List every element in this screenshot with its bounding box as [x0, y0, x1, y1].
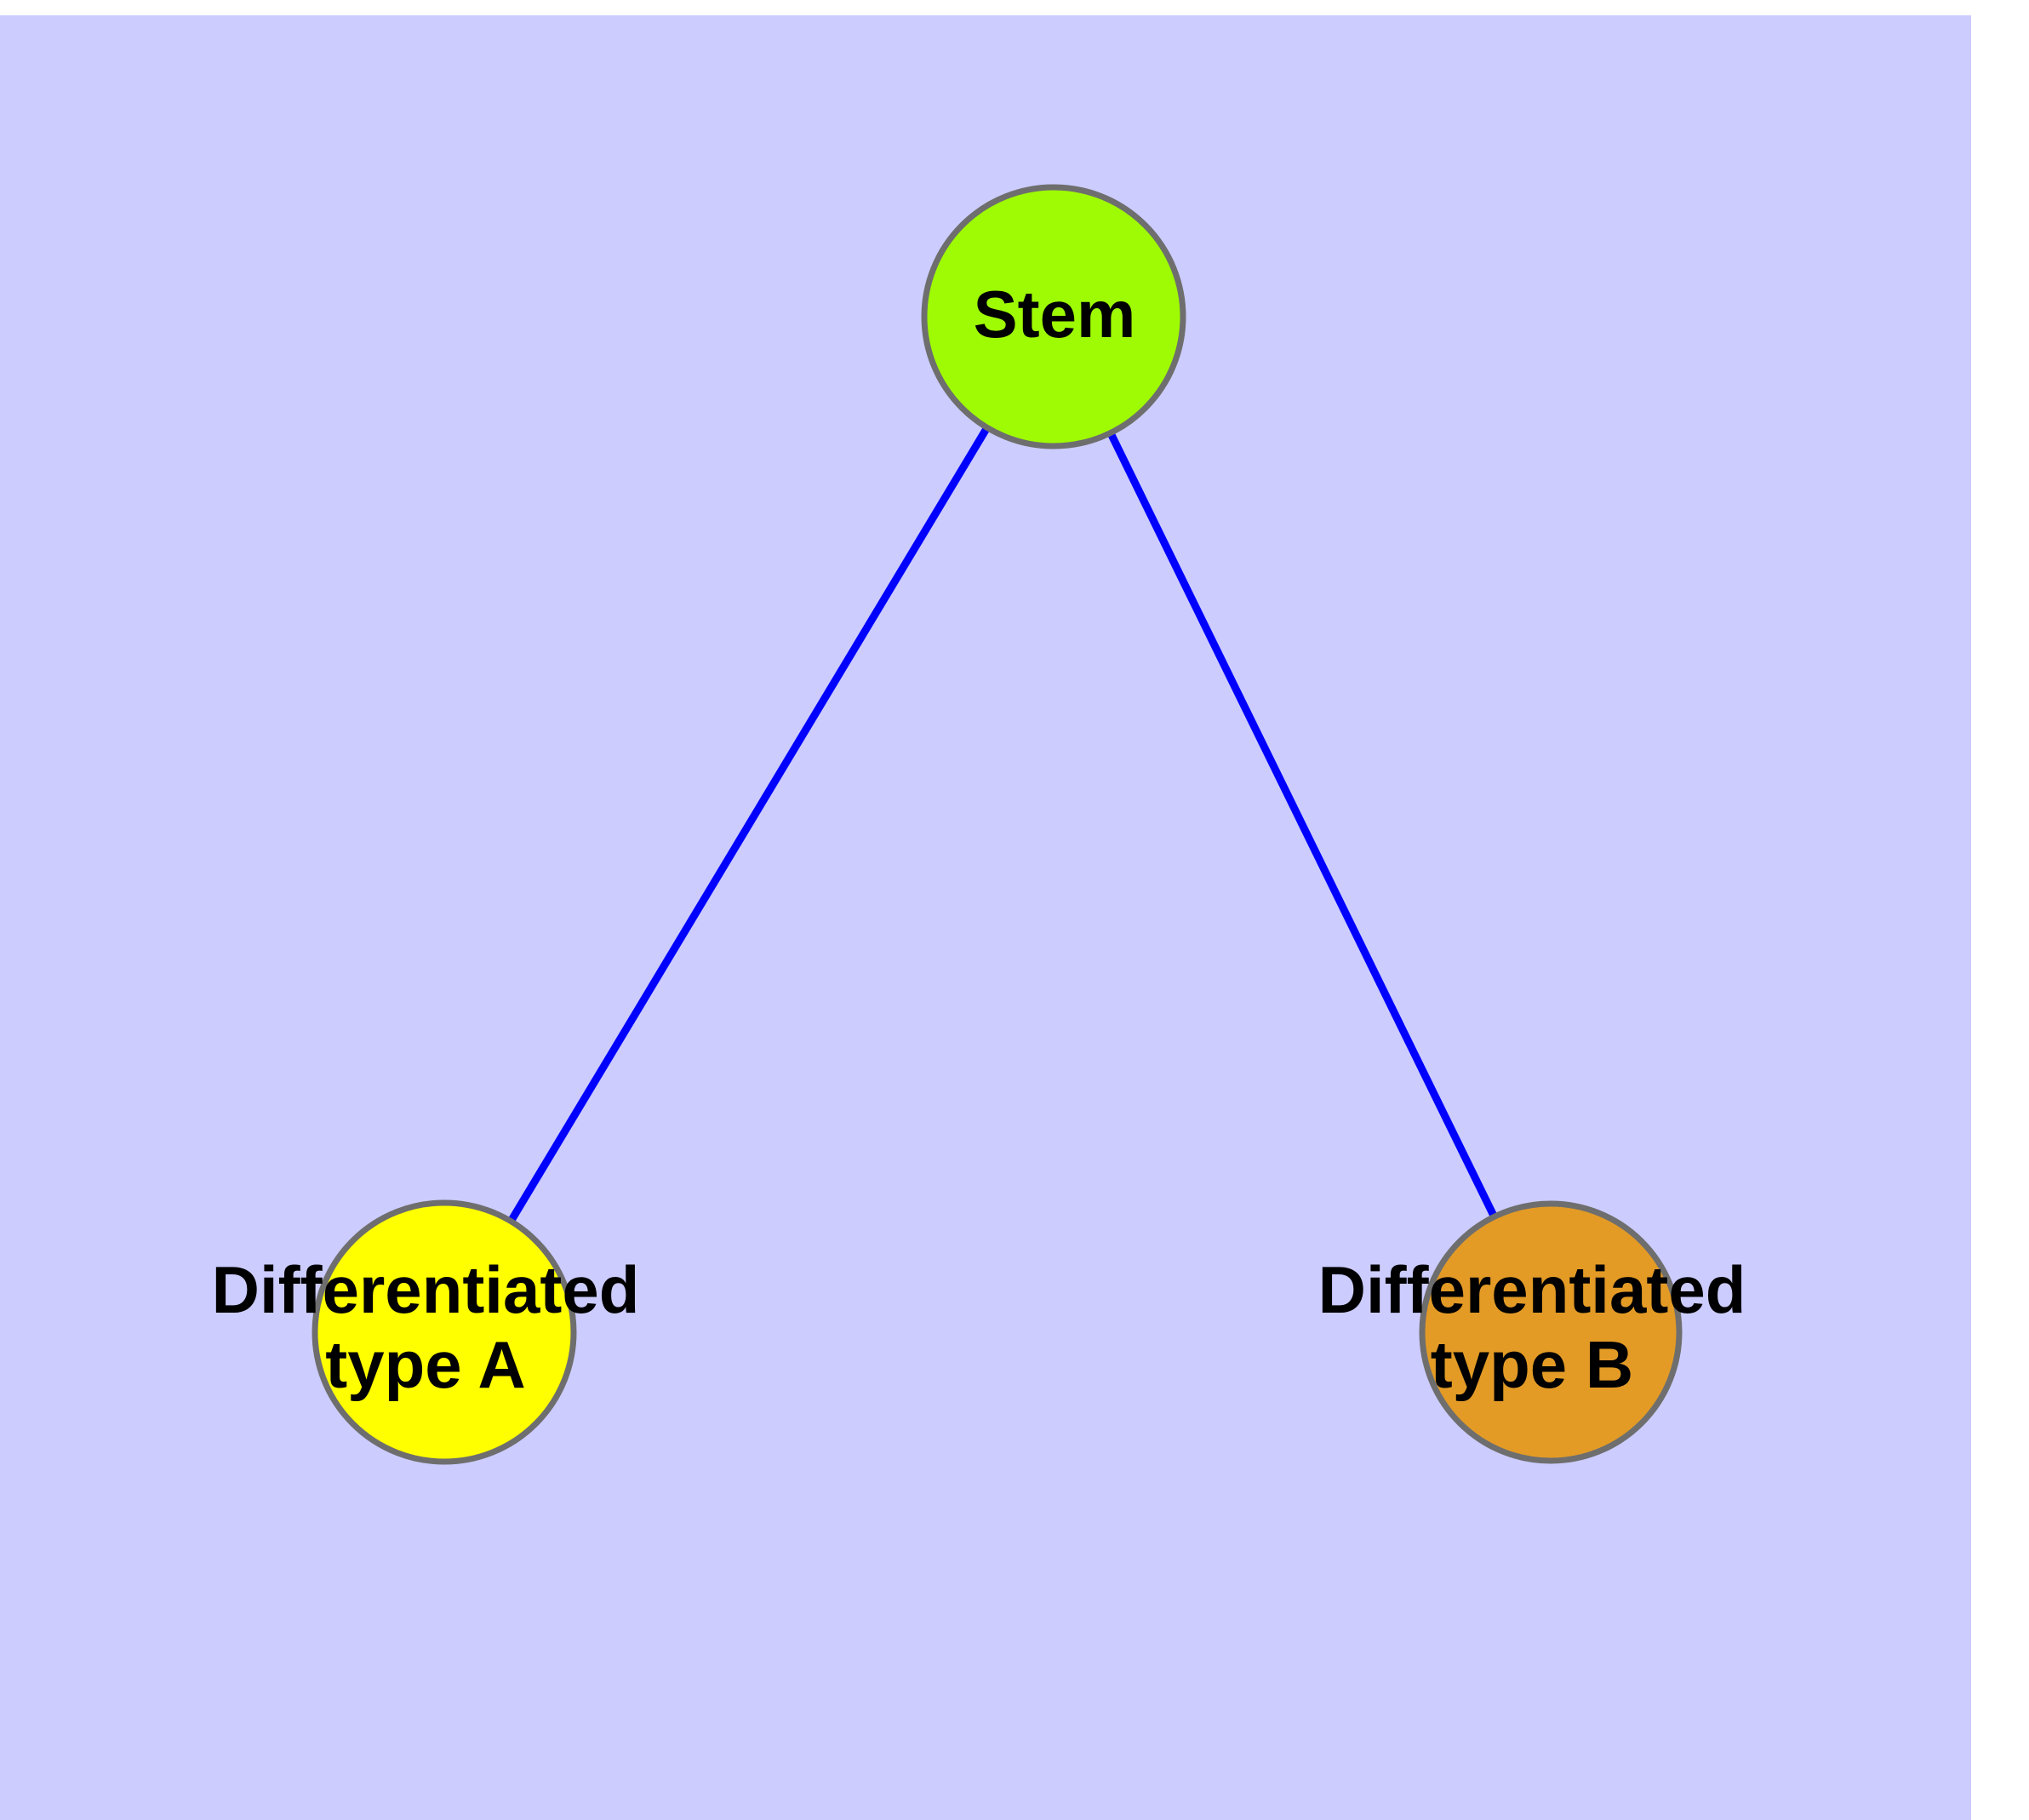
edge-stem-to-diff-a[interactable] — [441, 314, 1057, 1335]
node-label-line: Differentiated — [1318, 1252, 1746, 1327]
node-label-line: Stem — [974, 277, 1136, 352]
node-label-line: type B — [1431, 1327, 1633, 1402]
node-diff-b[interactable] — [1419, 1200, 1683, 1464]
node-stem[interactable] — [921, 184, 1186, 449]
edges-layer — [441, 314, 1555, 1335]
node-label-stem: Stem — [974, 277, 1136, 352]
nodes-layer — [311, 184, 1683, 1465]
node-label-line: Differentiated — [212, 1252, 640, 1327]
node-label-line: type A — [325, 1327, 526, 1402]
node-diff-a[interactable] — [311, 1199, 577, 1465]
edge-stem-to-diff-b[interactable] — [1049, 315, 1555, 1334]
